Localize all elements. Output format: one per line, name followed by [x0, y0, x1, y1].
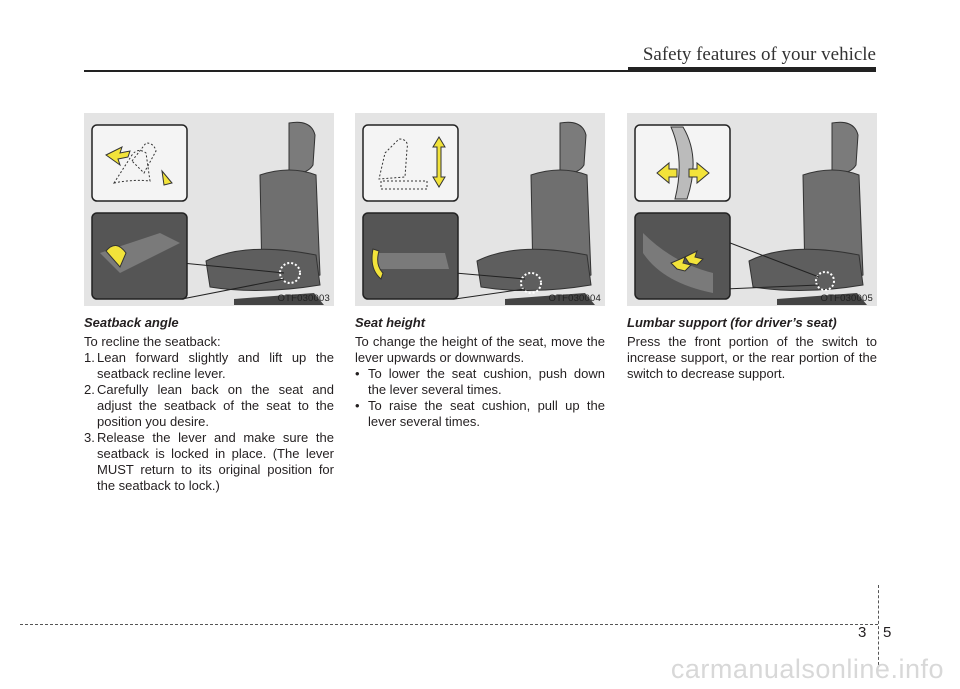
- seat-illustration: [724, 121, 867, 305]
- section-title: Seatback angle: [84, 315, 179, 330]
- figure-lumbar-support: OTF030005: [627, 113, 877, 306]
- section-seat-height: OTF030004 Seat height To change the heig…: [355, 113, 605, 430]
- chapter-number: 3: [858, 624, 867, 641]
- instruction-list: •To lower the seat cushion, push down th…: [355, 366, 605, 430]
- section-intro: Press the front portion of the switch to…: [627, 334, 877, 381]
- header-rule: [84, 70, 876, 72]
- figure-code: OTF030003: [277, 293, 330, 304]
- list-item: 3.Release the lever and make sure the se…: [84, 430, 334, 493]
- page-divider: [878, 585, 879, 665]
- watermark: carmanualsonline.info: [670, 654, 944, 684]
- section-seatback-angle: OTF030003 Seatback angle To recline the …: [84, 113, 334, 494]
- inset-height-diagram: [362, 124, 459, 202]
- list-item: •To raise the seat cushion, pull up the …: [355, 398, 605, 429]
- section-title: Lumbar support (for driver’s seat): [627, 315, 837, 330]
- figure-code: OTF030004: [548, 293, 601, 304]
- instruction-list: 1.Lean forward slightly and lift up the …: [84, 350, 334, 494]
- footer-rule: [20, 624, 878, 625]
- figure-seat-height: OTF030004: [355, 113, 605, 306]
- header-title: Safety features of your vehicle: [642, 44, 876, 65]
- list-item: 1.Lean forward slightly and lift up the …: [84, 350, 334, 381]
- section-intro: To change the height of the seat, move t…: [355, 334, 605, 365]
- section-intro: To recline the seatback:: [84, 334, 221, 349]
- header-rule-accent: [628, 67, 876, 72]
- list-item: •To lower the seat cushion, push down th…: [355, 366, 605, 397]
- figure-seatback-recline: OTF030003: [84, 113, 334, 306]
- section-title: Seat height: [355, 315, 426, 330]
- list-item: 2.Carefully lean back on the seat and ad…: [84, 382, 334, 429]
- seat-illustration: [454, 121, 595, 305]
- seat-illustration: [181, 121, 324, 305]
- inset-recline-diagram: [91, 124, 188, 202]
- figure-code: OTF030005: [820, 293, 873, 304]
- section-lumbar-support: OTF030005 Lumbar support (for driver’s s…: [627, 113, 877, 382]
- page-number: 5: [883, 624, 892, 641]
